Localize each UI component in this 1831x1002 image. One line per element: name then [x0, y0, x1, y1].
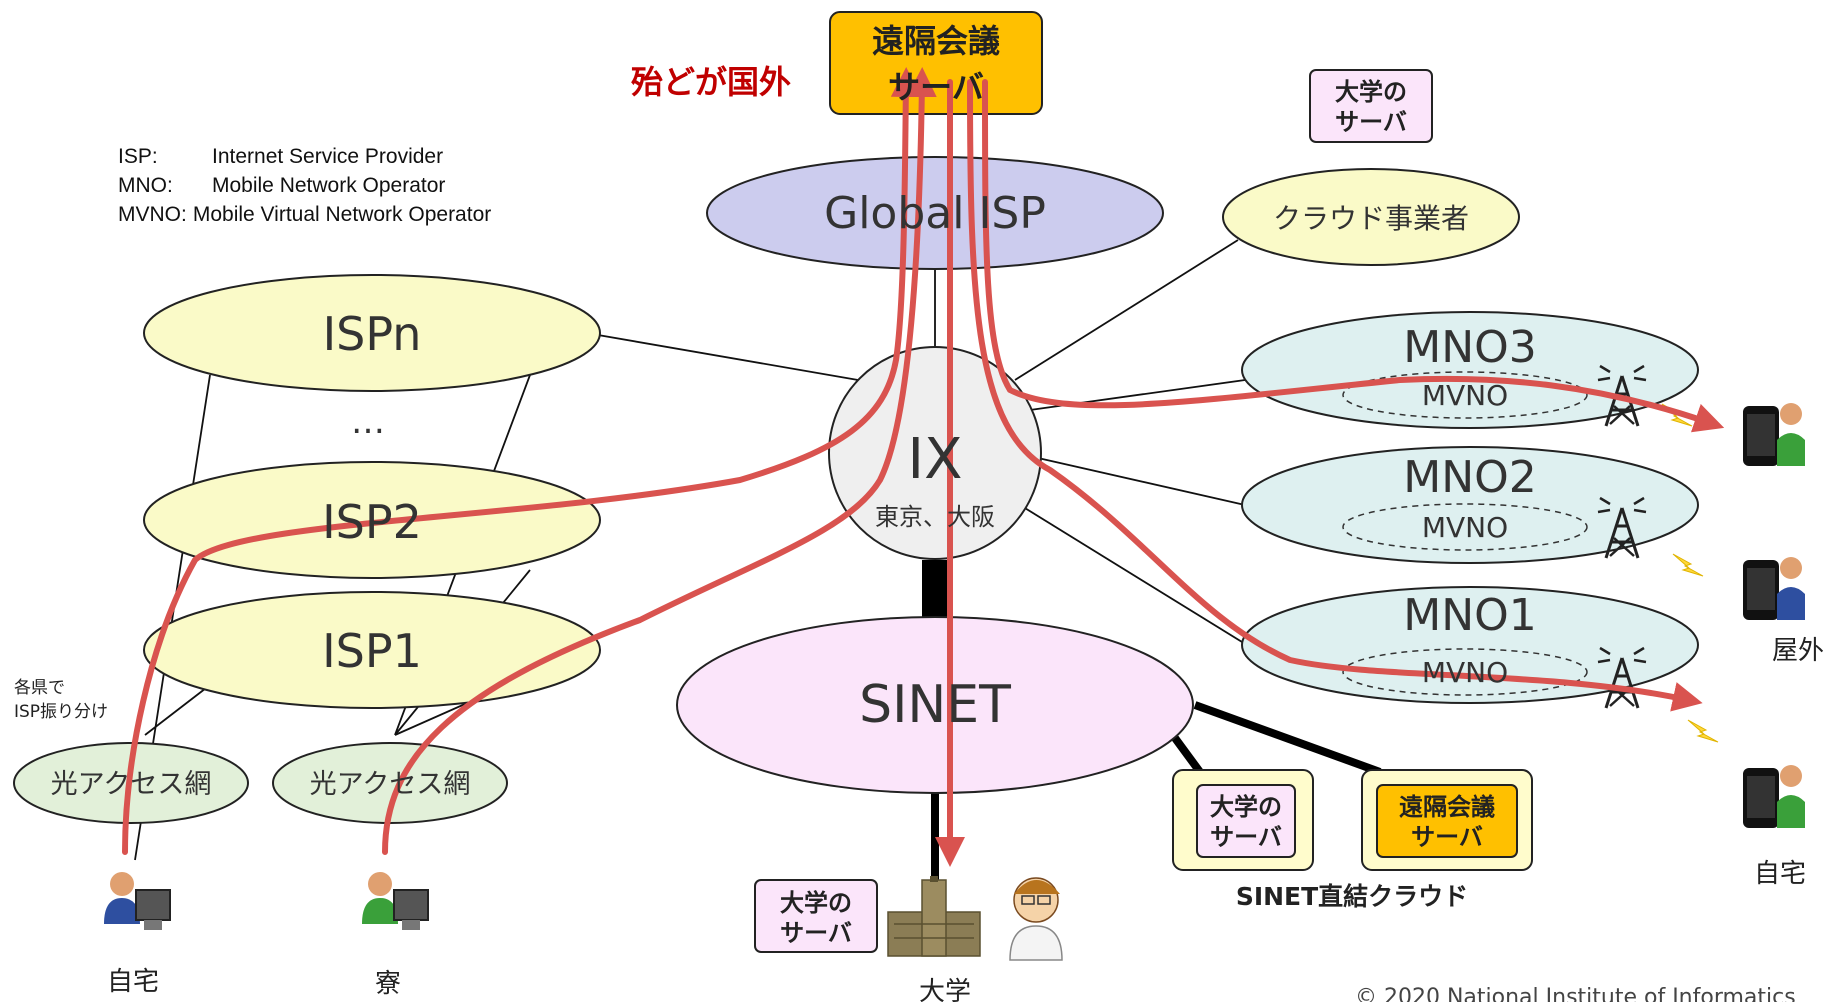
sinet-label: SINET	[859, 675, 1011, 735]
mno3-node	[1241, 311, 1699, 429]
conference-server-top	[829, 11, 1043, 115]
mvno1-node	[1342, 648, 1588, 696]
isp-1-label: ISP1	[322, 624, 422, 678]
professor-icon	[1009, 877, 1063, 961]
isp-n-node	[143, 274, 601, 392]
university-server-bottom-line2: サーバ	[780, 919, 852, 947]
prefecture-note-line1: 各県で	[14, 678, 65, 698]
mvno3-node	[1342, 371, 1588, 419]
university-server-bottom-line1: 大学の	[780, 889, 852, 917]
cloud-provider-label: クラウド事業者	[1273, 202, 1469, 235]
conference-server-top-line1: 遠隔会議	[872, 22, 1000, 60]
legend-mno: MNO: Mobile Network Operator	[118, 171, 491, 200]
outdoor-label: 屋外	[1772, 636, 1824, 666]
mvno2-node	[1342, 503, 1588, 551]
smartphone-user-icon	[1743, 765, 1805, 828]
mvno2-label: MVNO	[1422, 511, 1508, 544]
fiber-access-1-label: 光アクセス網	[51, 769, 212, 800]
mvno3-label: MVNO	[1422, 379, 1508, 412]
sinet-university-server-line1: 大学の	[1210, 793, 1282, 821]
mno2-node	[1241, 446, 1699, 564]
sinet-university-server-line2: サーバ	[1210, 823, 1282, 851]
home-pc-user-icon	[104, 872, 171, 930]
university-server-bottom	[754, 879, 878, 953]
copyright: © 2020 National Institute of Informatics	[1355, 985, 1796, 1002]
sinet-conference-server-line2: サーバ	[1411, 823, 1483, 851]
university-server-top-line1: 大学の	[1335, 78, 1407, 106]
home-right-label: 自宅	[1754, 859, 1806, 889]
mno2-label: MNO2	[1403, 452, 1537, 503]
sinet-conference-server-line1: 遠隔会議	[1399, 793, 1495, 821]
legend-full: Mobile Network Operator	[212, 174, 446, 197]
legend-mvno: MVNO:Mobile Virtual Network Operator	[118, 200, 491, 229]
mno1-node	[1241, 586, 1699, 704]
isp-1-node	[143, 591, 601, 709]
traffic-paths	[122, 67, 1725, 867]
overseas-annotation: 殆どが国外	[631, 63, 791, 101]
isp-2-label: ISP2	[322, 495, 422, 549]
conference-server-top-line2: サーバ	[888, 68, 984, 106]
prefecture-note-line2: ISP振り分け	[14, 702, 108, 722]
sinet-cloud-caption: SINET直結クラウド	[1236, 882, 1468, 911]
cloud-provider-node	[1222, 168, 1520, 266]
mno1-label: MNO1	[1403, 590, 1537, 641]
wireless-signal-icon	[1687, 719, 1719, 743]
isp-2-node	[143, 461, 601, 579]
sinet-node	[676, 616, 1194, 794]
university-building-icon	[887, 876, 981, 957]
legend-isp: ISP: Internet Service Provider	[118, 142, 491, 171]
smartphone-user-icon	[1743, 403, 1805, 466]
home-left-label: 自宅	[107, 967, 159, 997]
mvno1-label: MVNO	[1422, 656, 1508, 689]
legend: ISP: Internet Service Provider MNO: Mobile…	[118, 142, 491, 229]
isp-n-label: ISPn	[323, 307, 422, 361]
ix-sublabel: 東京、大阪	[875, 503, 995, 531]
global-isp-node	[706, 156, 1164, 270]
dorm-pc-user-icon	[362, 872, 429, 930]
legend-abbr: MNO:	[118, 174, 173, 197]
sinet-university-server	[1196, 784, 1296, 858]
university-server-top-line2: サーバ	[1335, 108, 1407, 136]
smartphone-user-icon	[1743, 557, 1805, 620]
university-label: 大学	[919, 977, 971, 1002]
sinet-conference-server	[1376, 784, 1518, 858]
global-isp-label: Global ISP	[824, 188, 1046, 239]
ix-label: IX	[908, 427, 963, 492]
isp-ellipsis: …	[351, 402, 385, 442]
dorm-label: 寮	[375, 969, 401, 999]
mno3-label: MNO3	[1403, 322, 1537, 373]
legend-full: Internet Service Provider	[212, 145, 444, 168]
legend-full: Mobile Virtual Network Operator	[192, 203, 492, 226]
university-server-top	[1309, 69, 1433, 143]
fiber-access-2-label: 光アクセス網	[310, 769, 471, 800]
wireless-signal-icon	[1672, 553, 1704, 577]
legend-abbr: ISP:	[118, 145, 158, 168]
legend-abbr: MVNO:	[118, 203, 187, 226]
